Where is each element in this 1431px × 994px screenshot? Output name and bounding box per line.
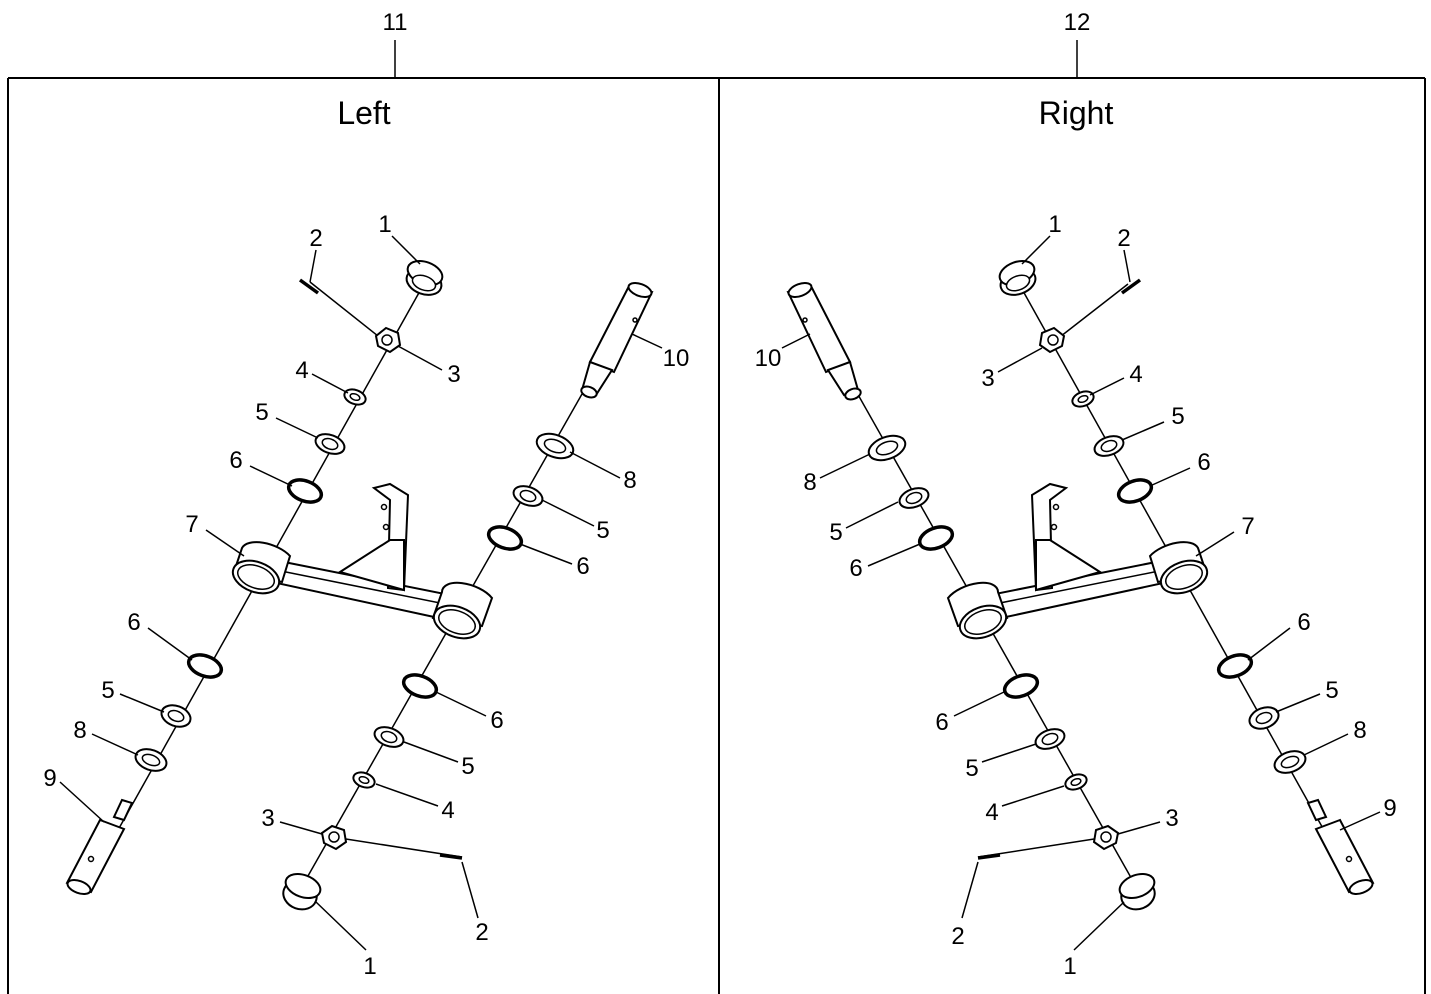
callout-label: 4 [295,357,308,384]
callout-label: 8 [73,717,86,744]
callout-label: 3 [447,361,460,388]
left-lower-parts [65,653,224,895]
callout-label: 10 [663,345,690,372]
callout-label: 5 [101,677,114,704]
callout-label: 2 [951,923,964,950]
callout-label: 8 [803,469,816,496]
left-yoke [231,482,494,640]
callout-label: 7 [1241,513,1254,540]
callout-label: 3 [1165,805,1178,832]
right-yoke [946,482,1209,640]
callout-label: 2 [1117,225,1130,252]
left-shaft-parts [486,282,654,551]
left-lower-right-parts [282,673,463,911]
right-assembly-ref: 12 [1064,9,1091,36]
callout-label: 3 [261,805,274,832]
callout-label: 2 [309,225,322,252]
panel-frame [7,77,1426,994]
callout-label: 5 [596,517,609,544]
callout-label: 4 [1129,361,1142,388]
callout-label: 1 [363,953,376,980]
left-upper-parts [286,259,444,504]
callout-label: 6 [1197,449,1210,476]
callout-label: 2 [475,919,488,946]
right-panel-title: Right [1039,95,1114,131]
right-panel: Right [755,95,1397,980]
callout-label: 8 [623,467,636,494]
callout-label: 6 [490,707,503,734]
right-lower-parts [1216,653,1375,895]
callout-label: 4 [985,799,998,826]
callout-label: 6 [229,447,242,474]
callout-label: 1 [1048,211,1061,238]
left-panel: Left [43,95,689,980]
callout-label: 6 [935,709,948,736]
callout-label: 5 [1171,403,1184,430]
callout-label: 6 [576,553,589,580]
callout-label: 9 [43,765,56,792]
right-upper-parts [998,259,1154,504]
callout-label: 5 [461,753,474,780]
callout-label: 5 [965,755,978,782]
callout-label: 5 [1325,677,1338,704]
right-shaft-parts [786,282,955,551]
callout-label: 3 [981,365,994,392]
callout-label: 1 [1063,953,1076,980]
callout-label: 6 [849,555,862,582]
left-panel-title: Left [337,95,390,131]
callout-label: 6 [1297,609,1310,636]
callout-label: 4 [441,797,454,824]
callout-label: 7 [185,511,198,538]
left-callouts: 1 2 3 4 5 6 7 6 5 8 9 10 8 5 [43,211,689,980]
callout-label: 5 [829,519,842,546]
callout-label: 10 [755,345,782,372]
left-assembly-ref: 11 [383,9,408,36]
callout-label: 8 [1353,717,1366,744]
callout-label: 1 [378,211,391,238]
right-lower-left-parts [977,673,1156,911]
right-callouts: 1 2 3 4 5 6 7 10 8 5 6 6 5 8 [755,211,1397,980]
callout-label: 5 [255,399,268,426]
callout-label: 9 [1383,795,1396,822]
callout-label: 6 [127,609,140,636]
